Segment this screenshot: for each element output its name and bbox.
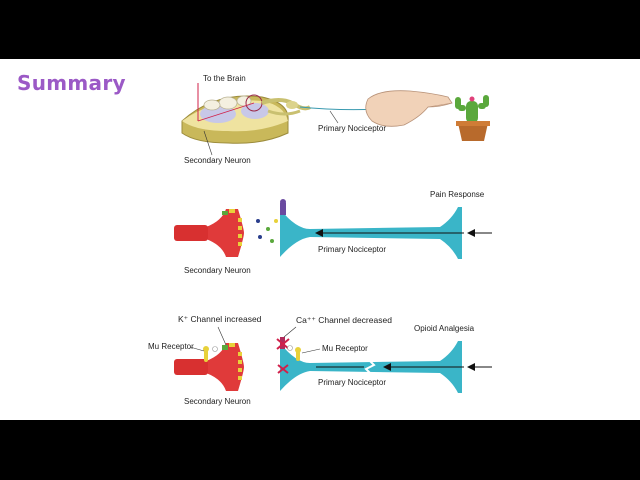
ca-channel-label: Ca⁺⁺ Channel decreased: [296, 315, 392, 325]
summary-diagram: To the Brain Primary Nociceptor: [148, 74, 492, 406]
panel-opioid-analgesia: Mu Receptor K⁺ Channel increased: [148, 314, 492, 406]
ca-channel-blocked-icon: [276, 337, 290, 374]
panel-pain-response: Pain Response Primary Nociceptor Seconda…: [174, 190, 492, 275]
k-channel-label: K⁺ Channel increased: [178, 314, 262, 324]
primary-nociceptor-label-1: Primary Nociceptor: [318, 124, 386, 133]
receptor-dots-3: [222, 343, 242, 380]
secondary-neuron-shape-3: [174, 343, 244, 391]
hand-icon: [365, 90, 453, 127]
mu-receptor-label-left: Mu Receptor: [148, 342, 194, 351]
pain-response-label: Pain Response: [430, 190, 485, 199]
mu-receptor-label-right: Mu Receptor: [322, 344, 368, 353]
cactus-icon: [455, 95, 490, 141]
secondary-neuron-shape-2: [174, 209, 244, 257]
secondary-neuron-label-1: Secondary Neuron: [184, 156, 251, 165]
primary-nociceptor-label-2: Primary Nociceptor: [318, 245, 386, 254]
secondary-neuron-label-3: Secondary Neuron: [184, 397, 251, 406]
secondary-neuron-label-2: Secondary Neuron: [184, 266, 251, 275]
panel-pain-pathway: To the Brain Primary Nociceptor: [181, 74, 490, 165]
opioid-analgesia-label: Opioid Analgesia: [414, 324, 475, 333]
mu-receptor-icon-right: [287, 345, 301, 361]
mu-receptor-icon-left: [203, 346, 218, 362]
receptor-dots-2: [222, 209, 242, 246]
primary-nociceptor-label-3: Primary Nociceptor: [318, 378, 386, 387]
slide: Summary To the Brain: [0, 59, 640, 420]
to-brain-label: To the Brain: [203, 74, 246, 83]
spinal-cord-icon: [181, 94, 289, 144]
slide-title: Summary: [17, 71, 126, 95]
primary-nociceptor-shape-3: [280, 341, 462, 393]
